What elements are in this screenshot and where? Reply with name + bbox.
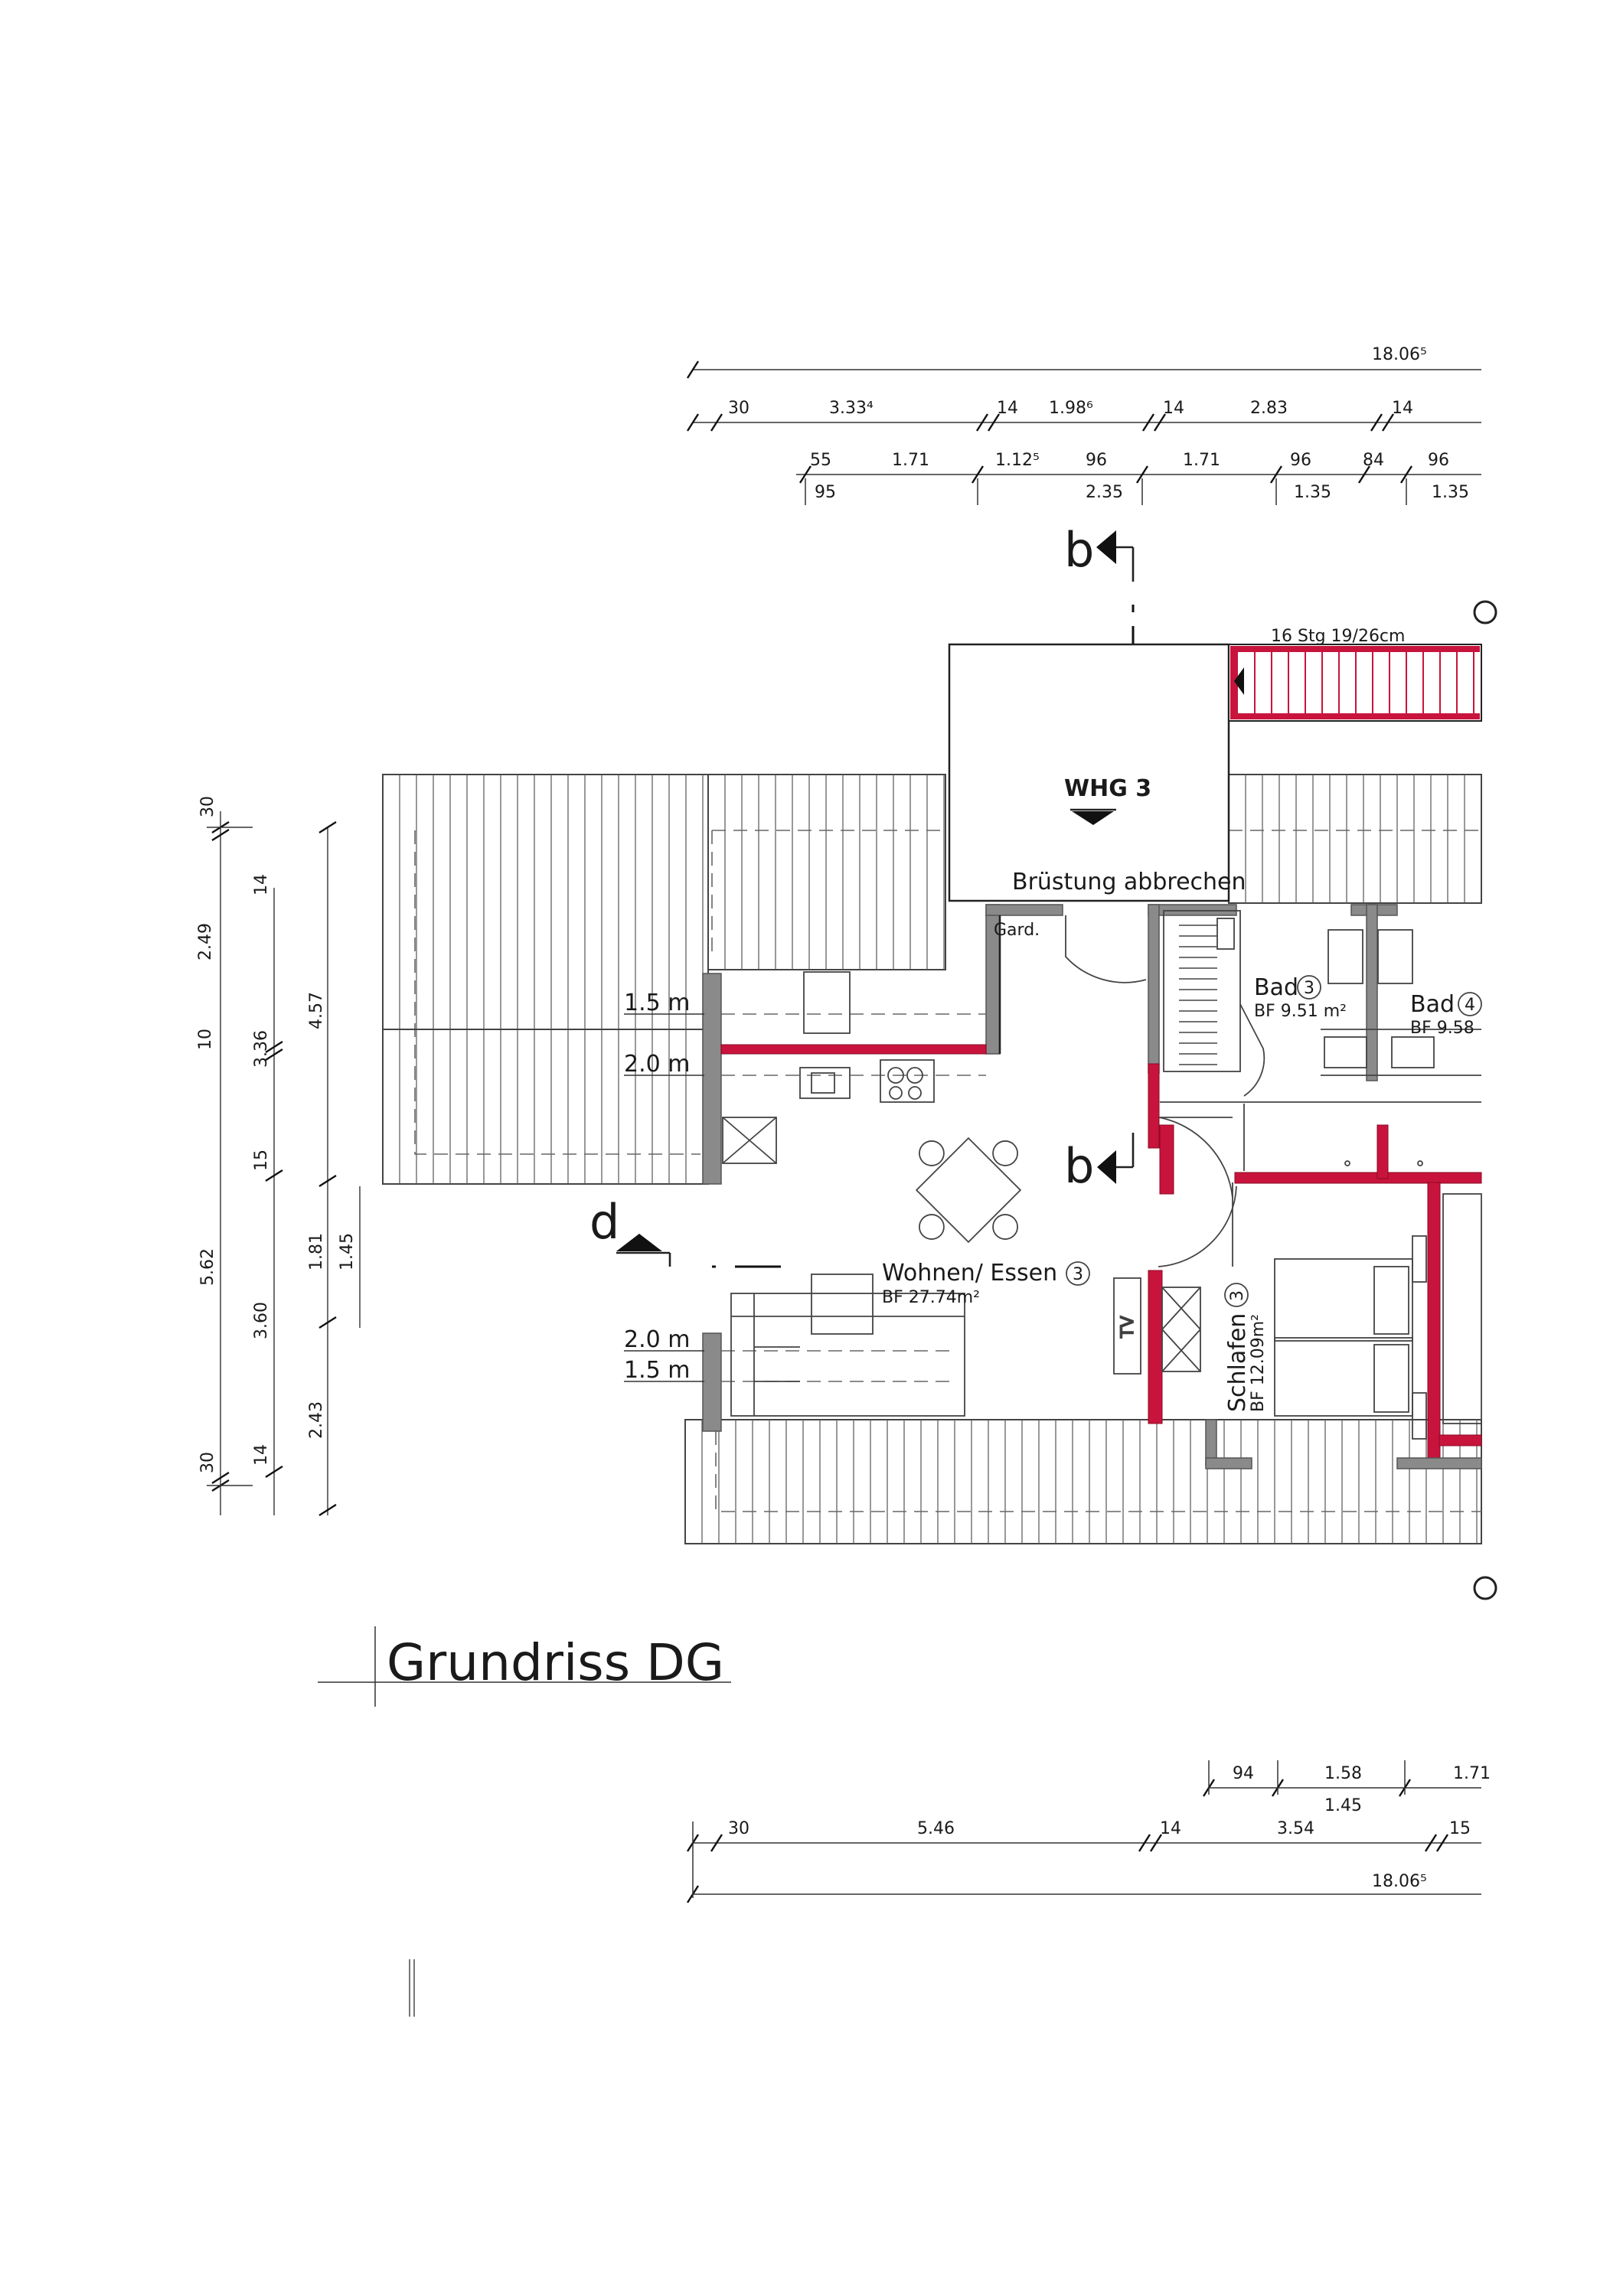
svg-text:d: d — [589, 1194, 619, 1250]
left-dimensions: 30 5.62 30 10 2.49 3.36 15 3.60 14 14 4.… — [196, 796, 361, 1517]
dim-top-r1-6: 14 — [1392, 399, 1413, 418]
garderobe-label: Gard. — [994, 921, 1040, 940]
dim-bot-r1-1: 1.58 — [1324, 1764, 1362, 1783]
section-marker-d: d — [589, 1194, 781, 1268]
bottom-dimensions: 94 1.58 1.71 1.45 30 5.46 14 3.54 15 18.… — [686, 1760, 1491, 1903]
dim-top-r2-3: 96 — [1086, 451, 1107, 470]
dim-left-outer-1: 5.62 — [198, 1248, 217, 1286]
dim-top-r2-5: 96 — [1290, 451, 1311, 470]
dim-top-r1-2: 14 — [997, 399, 1018, 418]
room-name-bad3: Bad — [1254, 974, 1298, 1001]
dim-bot-r2-1: 5.46 — [917, 1819, 955, 1838]
dim-top-r2-7: 96 — [1428, 451, 1449, 470]
furniture: TV — [722, 910, 1482, 1440]
dim-top-r2-0: 55 — [810, 451, 831, 470]
railing-note: Brüstung abbrechen — [1012, 869, 1246, 895]
dim-bot-r1b: 1.45 — [1324, 1796, 1362, 1815]
height-1-5-top: 1.5 m — [624, 990, 690, 1016]
room-label-bad4: Bad 4 BF 9.58 — [1410, 991, 1482, 1038]
roof-top-middle — [707, 774, 946, 970]
dim-top-r2-1: 1.71 — [892, 451, 929, 470]
dim-top-r2-6: 84 — [1363, 451, 1384, 470]
dim-left-mid-1: 2.49 — [196, 923, 215, 960]
room-num-bad3: 3 — [1304, 979, 1314, 998]
dim-top-r1-0: 30 — [728, 399, 749, 418]
dim-top-r2-2: 1.12⁵ — [995, 451, 1040, 470]
dim-bot-r2-0: 30 — [728, 1819, 749, 1838]
dim-bot-r2-4: 15 — [1449, 1819, 1471, 1838]
dim-top-r1-3: 1.98⁶ — [1049, 399, 1093, 418]
dim-bot-r2-3: 3.54 — [1277, 1819, 1314, 1838]
dim-left-mid-5: 14 — [252, 1444, 271, 1466]
room-num-wohnen: 3 — [1073, 1265, 1083, 1284]
height-2-0-bottom: 2.0 m — [624, 1326, 690, 1353]
top-dimensions: 18.06⁵ 30 3.33⁴ 14 1.98⁶ 14 2.83 14 55 1… — [686, 345, 1481, 505]
dim-left-inner-1: 4.57 — [307, 992, 326, 1029]
staircase: 16 Stg 19/26cm — [1228, 600, 1497, 722]
dim-left-outer-0: 30 — [198, 796, 217, 817]
room-num-schlafen: 3 — [1228, 1290, 1247, 1301]
tv-label: TV — [1118, 1316, 1138, 1339]
drawing-title: Grundriss DG — [318, 1626, 731, 1707]
svg-text:b: b — [1064, 522, 1094, 578]
section-marker-b-mid: b — [1064, 1133, 1135, 1194]
height-1-5-bottom: 1.5 m — [624, 1357, 690, 1384]
room-name-bad4: Bad — [1410, 991, 1455, 1018]
roof-top-right — [1228, 774, 1482, 904]
dim-top-r2-4: 1.71 — [1183, 451, 1220, 470]
room-area-bad3: BF 9.51 m² — [1254, 1002, 1347, 1021]
dim-top-r3-1: 2.35 — [1086, 483, 1123, 502]
room-label-wohnen: Wohnen/ Essen 3 BF 27.74m² — [882, 1260, 1090, 1307]
dim-left-inner-0: 14 — [252, 874, 271, 895]
dim-top-r1-4: 14 — [1163, 399, 1184, 418]
dim-left-mid-3: 15 — [252, 1150, 271, 1171]
dim-left-inner-2: 1.81 — [307, 1233, 326, 1270]
room-num-bad4: 4 — [1465, 996, 1475, 1015]
dim-top-r3-0: 95 — [815, 483, 836, 502]
dim-left-mid-2: 3.36 — [252, 1030, 271, 1068]
roof-bottom — [684, 1419, 1482, 1544]
dim-bot-r2-2: 14 — [1160, 1819, 1181, 1838]
title-text: Grundriss DG — [387, 1633, 724, 1692]
room-area-wohnen: BF 27.74m² — [882, 1288, 980, 1307]
unit-label: WHG 3 — [1064, 775, 1151, 802]
room-name-wohnen: Wohnen/ Essen — [882, 1260, 1057, 1287]
dim-bot-total: 18.06⁵ — [1372, 1872, 1427, 1891]
stair-opening: WHG 3 Brüstung abbrechen — [948, 643, 1246, 902]
dim-top-r3-3: 1.35 — [1432, 483, 1469, 502]
room-name-schlafen: Schlafen — [1224, 1313, 1251, 1412]
room-area-schlafen: BF 12.09m² — [1249, 1314, 1268, 1412]
dim-top-total: 18.06⁵ — [1372, 345, 1427, 364]
walls — [702, 904, 1482, 1469]
doors — [1065, 915, 1265, 1267]
dim-left-inner-3: 1.45 — [338, 1233, 357, 1270]
dim-bot-r1-2: 1.71 — [1453, 1764, 1491, 1783]
height-markers: 1.5 m 2.0 m 2.0 m 1.5 m — [624, 990, 986, 1384]
dim-left-mid-0: 10 — [196, 1029, 215, 1050]
edge-mark — [409, 1959, 415, 2017]
room-label-bad3: Bad 3 BF 9.51 m² — [1254, 974, 1347, 1021]
room-area-bad4: BF 9.58 — [1410, 1019, 1474, 1038]
dim-left-mid-4: 3.60 — [252, 1302, 271, 1339]
dim-bot-r1-0: 94 — [1233, 1764, 1254, 1783]
roof-left — [382, 774, 709, 1185]
dim-top-r1-1: 3.33⁴ — [829, 399, 874, 418]
dim-top-r1-5: 2.83 — [1250, 399, 1288, 418]
dim-left-inner-4: 2.43 — [307, 1401, 326, 1439]
dim-top-r3-2: 1.35 — [1294, 483, 1331, 502]
height-2-0-top: 2.0 m — [624, 1051, 690, 1078]
stair-label: 16 Stg 19/26cm — [1271, 627, 1405, 646]
room-label-schlafen: Schlafen 3 BF 12.09m² — [1224, 1283, 1268, 1412]
svg-text:b: b — [1064, 1138, 1094, 1194]
dim-left-outer-2: 30 — [198, 1452, 217, 1473]
